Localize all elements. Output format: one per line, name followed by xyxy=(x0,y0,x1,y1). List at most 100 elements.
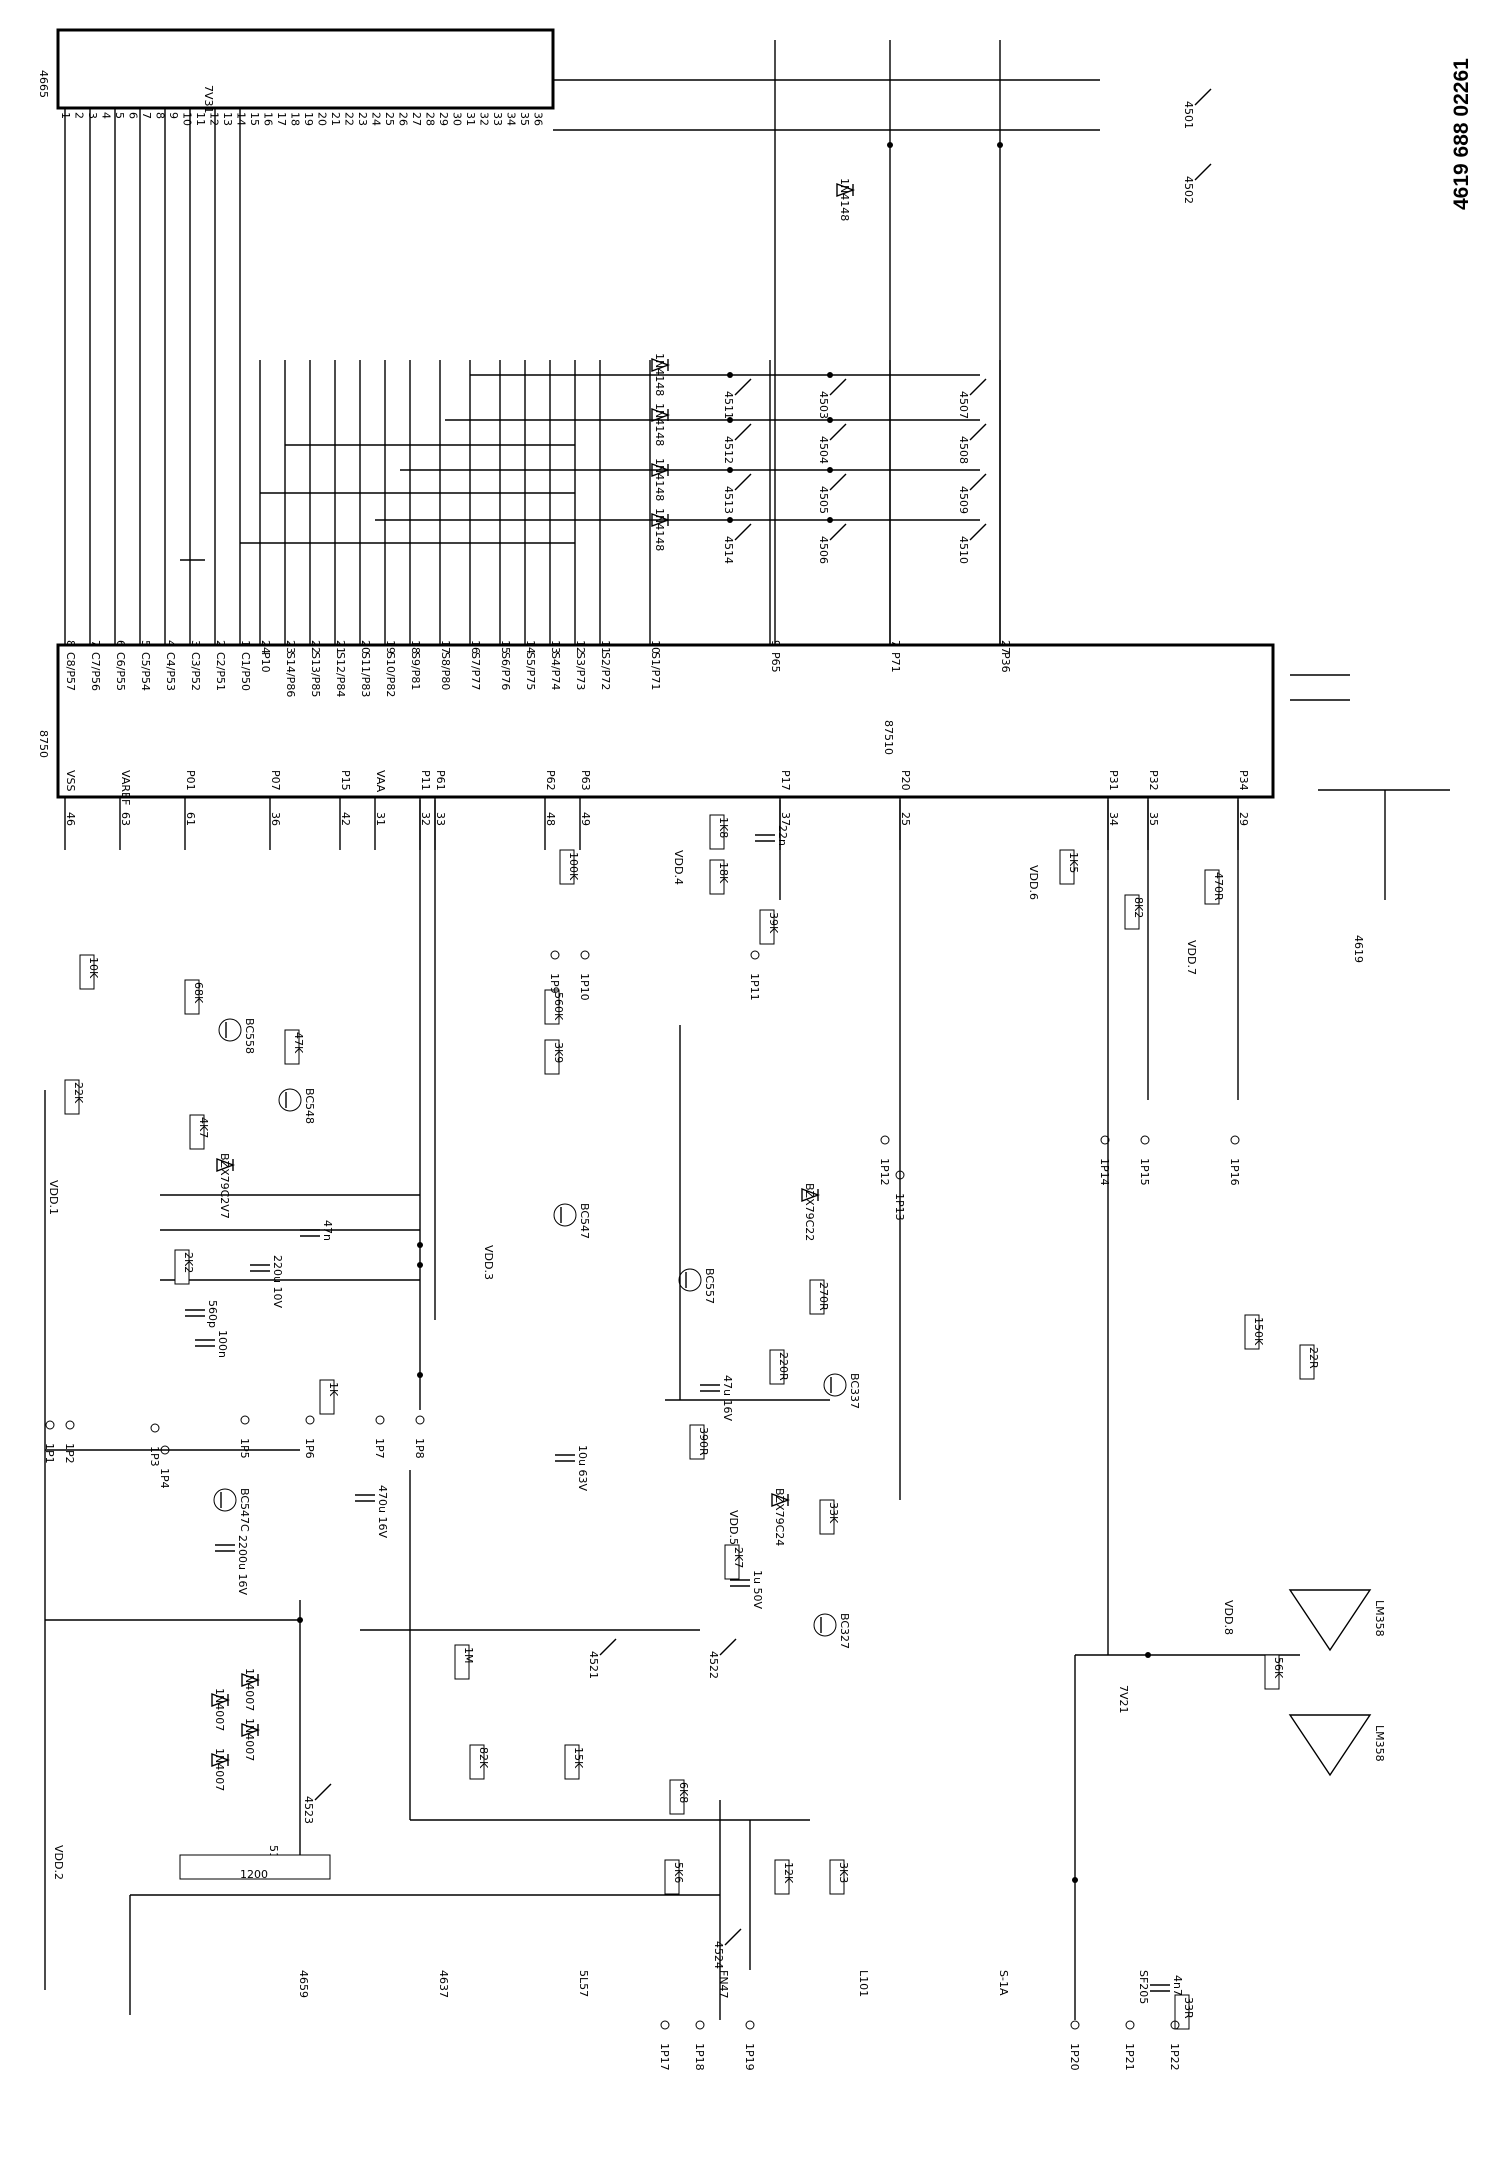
switch-label: 4502 xyxy=(1182,176,1195,204)
upper-ic-pin: 22 xyxy=(343,112,356,126)
upper-ic-pin: 19 xyxy=(302,112,315,126)
switch-label: 4509 xyxy=(957,486,970,514)
upper-ic-pin: 2 xyxy=(73,112,86,119)
upper-ic-pin: 7 xyxy=(140,112,153,119)
connector-pin xyxy=(150,1423,160,1433)
main-ic-top-pin: 16 xyxy=(469,640,482,654)
resistor xyxy=(79,954,95,990)
main-ic-top-pin-name: C5/P54 xyxy=(139,652,152,691)
main-ic-bottom-pin: 32 xyxy=(419,812,432,826)
switch-label: 4504 xyxy=(817,436,830,464)
main-ic-top-pin-name: C3/P52 xyxy=(189,652,202,691)
upper-ic-ref: 4665 xyxy=(37,70,50,98)
upper-ic-pin: 20 xyxy=(316,112,329,126)
connector-pin xyxy=(45,1420,55,1430)
main-ic-designator: 8750 xyxy=(37,730,50,758)
junction-dot xyxy=(417,1262,423,1268)
connector-pin xyxy=(375,1415,385,1425)
supply-label: VDD.2 xyxy=(52,1845,65,1880)
main-ic-bottom-pin-name: P15 xyxy=(339,770,352,791)
resistor xyxy=(1204,869,1220,905)
main-ic-bottom-pin-name: P62 xyxy=(544,770,557,791)
main-ic-top-pin-name: P71 xyxy=(889,652,902,673)
upper-ic-pin: 17 xyxy=(275,112,288,126)
resistor-value: 270R xyxy=(817,1282,830,1311)
switch-label: 4521 xyxy=(587,1651,600,1679)
diode-part: 1N4148 xyxy=(653,458,666,501)
main-ic-top-pin-name: S6/P76 xyxy=(499,652,512,690)
upper-ic-pin: 31 xyxy=(464,112,477,126)
main-ic-top-pin: 2 xyxy=(214,640,227,647)
main-ic-top-pin-name: P36 xyxy=(999,652,1012,673)
resistor xyxy=(829,1859,845,1895)
diode xyxy=(211,1752,230,1768)
opamp xyxy=(1288,1589,1372,1652)
main-ic-bottom-pin: 49 xyxy=(579,812,592,826)
switch-lever xyxy=(734,378,752,396)
switch-label: 4514 xyxy=(722,536,735,564)
connector-pin xyxy=(750,950,760,960)
switch-label: 4510 xyxy=(957,536,970,564)
misc-part-label: 4637 xyxy=(437,1970,450,1998)
upper-ic-pin: 18 xyxy=(289,112,302,126)
document-code-text: 4619 688 02261 xyxy=(1450,58,1473,210)
main-ic-top-pin-name: S3/P73 xyxy=(574,652,587,690)
main-ic-bottom-pin-name: P20 xyxy=(899,770,912,791)
upper-ic-pin: 12 xyxy=(208,112,221,126)
upper-ic-pin: 27 xyxy=(410,112,423,126)
misc-part-label: 4659 xyxy=(297,1970,310,1998)
main-ic-top-pin: 21 xyxy=(334,640,347,654)
switch-lever xyxy=(734,473,752,491)
capacitor-value: 2200u 16V xyxy=(236,1535,249,1595)
main-ic-bottom-pin: 25 xyxy=(899,812,912,826)
resistor-value: 18K xyxy=(717,862,730,884)
transistor-body xyxy=(218,1018,242,1042)
main-ic-top-pin-name: C4/P53 xyxy=(164,652,177,691)
transistor-body xyxy=(813,1613,837,1637)
main-ic-top-pin-name: P10 xyxy=(259,652,272,673)
connector-pin xyxy=(1170,2020,1180,2030)
main-ic-bottom-pin-name: VSS xyxy=(64,770,77,792)
connector-pin xyxy=(305,1415,315,1425)
switch-label: 4501 xyxy=(1182,101,1195,129)
capacitor-value: 47u 16V xyxy=(721,1375,734,1421)
connector-label: 1P17 xyxy=(658,2043,671,2071)
main-ic-bottom-pin-name: P01 xyxy=(184,770,197,791)
resistor xyxy=(1059,849,1075,885)
main-ic-top-pin-name: S8/P80 xyxy=(439,652,452,690)
connector-label: 1P12 xyxy=(878,1158,891,1186)
resistor-value: 2K2 xyxy=(182,1252,195,1273)
diode-part: 1N4007 xyxy=(213,1748,226,1791)
main-ic-bottom-pin-name: P17 xyxy=(779,770,792,791)
main-ic-top-pin: 12 xyxy=(574,640,587,654)
main-ic-top-pin-name: S11/P83 xyxy=(359,652,372,697)
junction-dot xyxy=(417,1242,423,1248)
main-ic-bottom-pin-name: P07 xyxy=(269,770,282,791)
diode xyxy=(801,1187,820,1203)
resistor-value: 22K xyxy=(72,1082,85,1104)
diode xyxy=(241,1722,260,1738)
switch-lever xyxy=(1194,163,1212,181)
resistor-value: 8K2 xyxy=(1132,897,1145,918)
diode-part: 1N4148 xyxy=(653,353,666,396)
switch-lever xyxy=(829,423,847,441)
transistor-part: BC327 xyxy=(838,1613,851,1649)
resistor-value: 1K8 xyxy=(717,817,730,838)
opamp-part: LM358 xyxy=(1373,1600,1386,1637)
resistor xyxy=(809,1279,825,1315)
main-ic-bottom-pin-name: P32 xyxy=(1147,770,1160,791)
resistor xyxy=(544,1039,560,1075)
document-code: 4619 688 02261 xyxy=(1405,40,1473,210)
connector-pin xyxy=(1140,1135,1150,1145)
main-ic-top-pin: 20 xyxy=(359,640,372,654)
upper-ic-pin: 32 xyxy=(478,112,491,126)
connector-pin xyxy=(745,2020,755,2030)
connector-label: 1P7 xyxy=(373,1438,386,1459)
connector-label: 1P2 xyxy=(63,1443,76,1464)
upper-ic-pin: 30 xyxy=(451,112,464,126)
resistor xyxy=(1174,1994,1190,2030)
main-ic-bottom-pin: 33 xyxy=(434,812,447,826)
switch-lever xyxy=(969,423,987,441)
upper-ic-pin: 14 xyxy=(235,112,248,126)
resistor xyxy=(544,989,560,1025)
